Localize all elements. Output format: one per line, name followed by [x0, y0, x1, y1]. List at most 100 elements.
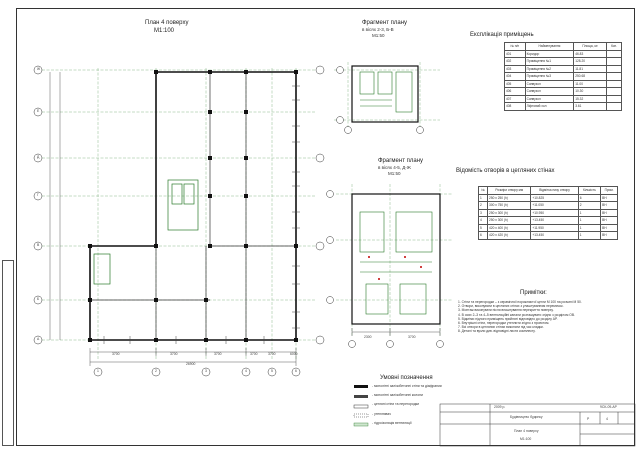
explication-cell: 128.20 — [573, 57, 607, 66]
plan-dim-label: 3700 — [214, 352, 222, 356]
legend-item: - цегляні стіни та перегородки — [372, 402, 420, 407]
plan-dim-lines — [49, 72, 297, 366]
fragment2-drawing — [326, 184, 452, 348]
explication-cell: 405 — [504, 79, 526, 88]
openings-cell: 3 — [477, 208, 489, 217]
openings-cell: ВН — [600, 201, 618, 210]
openings-cell: 2 — [477, 201, 489, 210]
plan-scale: М1:100 — [154, 28, 175, 34]
explication-cell: 3.61 — [573, 102, 607, 111]
legend-item: - монолітні залізобетонні стіни та діафр… — [372, 384, 442, 388]
legend-item: - утеплювач — [372, 411, 391, 416]
explication-cell: 406 — [504, 87, 526, 96]
fragment1-drawing — [334, 62, 440, 134]
openings-cell: 6 — [477, 231, 489, 240]
note-item: 2. Отвори, виконувати в цегляних стінах … — [458, 304, 564, 309]
title-block — [439, 403, 636, 447]
explication-cell: 403 — [504, 64, 526, 73]
openings-header-cell: № — [477, 186, 489, 195]
note-item: 4. В осях 2–3 та 4–5 вентиляційні канали… — [458, 312, 575, 317]
explication-title: Експлікація приміщень — [470, 32, 534, 38]
explication-cell: Санвузол — [524, 87, 575, 96]
plan-dim-label: 6000 — [290, 352, 298, 356]
grid-col-label: 1 — [97, 369, 99, 373]
openings-header-cell: Кількість — [577, 186, 602, 195]
plan-dim-label: 3700 — [112, 352, 120, 356]
note-item: 5. Відмітки підлоги приміщень прийняті в… — [458, 316, 558, 321]
stamp-name: Будівництво будинку — [510, 415, 543, 419]
openings-cell: 250 x 250 (h) — [487, 193, 532, 202]
explication-cell: Коридор — [524, 49, 575, 58]
openings-cell: 300 x 750 (h) — [487, 201, 532, 210]
grid-col-label: 6 — [295, 369, 297, 373]
explication-cell: 11.00 — [573, 79, 607, 88]
explication-header-cell: Найменування — [524, 42, 575, 51]
notes-list: 1. Стіни та перегородки – з керамічної п… — [458, 300, 628, 334]
openings-cell: +10.825 — [530, 193, 579, 202]
stamp-code: 9СК-09-АР — [600, 405, 617, 409]
explication-header-cell: Кат. — [605, 42, 623, 51]
explication-cell — [605, 57, 623, 66]
fragment2-scale: М1:50 — [388, 171, 401, 176]
openings-cell: ВН — [600, 231, 618, 240]
explication-cell — [605, 102, 623, 111]
explication-cell: 250.68 — [573, 72, 607, 81]
explication-cell: Приміщення №2 — [524, 64, 575, 73]
explication-cell: 15.32 — [573, 94, 607, 103]
stamp-year: 2009 р. — [494, 405, 506, 409]
note-item: 1. Стіни та перегородки – з керамічної п… — [458, 300, 582, 304]
fragment2-dim-1: 2300 — [364, 335, 372, 339]
fragment1-title: Фрагмент плану — [362, 20, 408, 26]
explication-cell: 402 — [504, 57, 526, 66]
grid-row-label: Д — [37, 155, 40, 159]
explication-cell: 11.81 — [573, 64, 607, 73]
explication-cell: 10.30 — [573, 87, 607, 96]
legend-symbols — [353, 385, 369, 427]
legend-title: Умовні позначення — [380, 375, 433, 381]
plan-dim-label: 3700 — [268, 352, 276, 356]
openings-cell: ВН — [600, 208, 618, 217]
openings-cell: 420 x 420 (h) — [487, 231, 532, 240]
explication-cell: 404 — [504, 72, 526, 81]
grid-row-label: Б — [37, 297, 40, 301]
grid-row-label: Ж — [37, 67, 41, 71]
explication-cell — [605, 49, 623, 58]
explication-cell: 46.83 — [573, 49, 607, 58]
plan-grid — [42, 68, 316, 360]
openings-title: Відомість отворів в цегляних стінах — [456, 168, 555, 174]
legend-item: - гідроізоляція вентиляції — [372, 420, 412, 425]
grid-row-label: А — [37, 337, 40, 341]
legend-list: - монолітні залізобетонні стіни та діафр… — [372, 384, 442, 430]
openings-header-cell: Відмітка низу отвору — [530, 186, 579, 195]
plan-grid-bubbles — [33, 65, 325, 377]
notes-title: Примітки: — [520, 290, 547, 296]
openings-cell: 420 x 400 (h) — [487, 223, 532, 232]
explication-cell: Приміщення №3 — [524, 72, 575, 81]
openings-cell: 4 — [477, 216, 489, 225]
fragment2-sub: в вісях 4-5, Д-Ж — [378, 165, 411, 170]
grid-col-label: 3 — [205, 369, 207, 373]
openings-cell: +13.450 — [530, 216, 579, 225]
fragment2-dim-2: 3700 — [408, 335, 416, 339]
note-item: 3. Монтаж виконувати після влаштування п… — [458, 308, 554, 313]
openings-cell: 5 — [477, 223, 489, 232]
openings-header-cell: Прим. — [600, 186, 618, 195]
explication-cell — [605, 72, 623, 81]
openings-cell: 1 — [577, 216, 602, 225]
openings-cell: 1 — [577, 231, 602, 240]
explication-cell: 407 — [504, 94, 526, 103]
plan-columns — [88, 70, 298, 342]
openings-cell: +13.450 — [530, 231, 579, 240]
side-stamp — [2, 260, 14, 446]
